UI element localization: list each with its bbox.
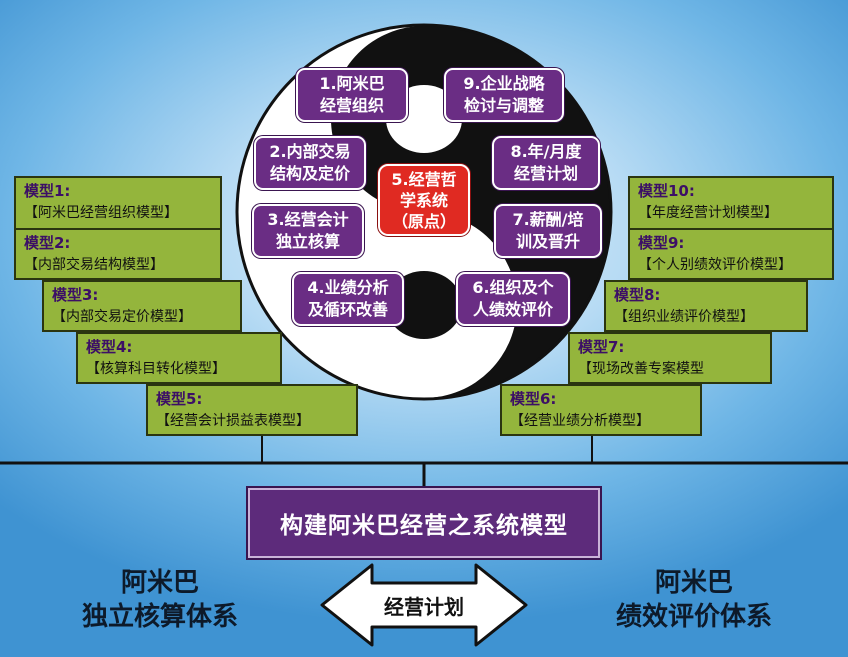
- model-name: 【内部交易定价模型】: [52, 309, 192, 325]
- node-line: 9.企业战略: [463, 74, 545, 93]
- center-philosophy-node: 5.经营哲 学系统 （原点）: [378, 164, 470, 236]
- center-line-3: （原点）: [391, 211, 456, 231]
- node-line: 8.年/月度: [510, 142, 582, 161]
- model-id: 模型6:: [510, 390, 557, 408]
- right-system-line-1: 阿米巴: [654, 568, 733, 598]
- node-performance-evaluation: 6.组织及个人绩效评价: [456, 272, 570, 326]
- model-id: 模型8:: [614, 286, 661, 304]
- node-line: 结构及定价: [269, 164, 350, 183]
- model-id: 模型1:: [24, 182, 71, 200]
- node-line: 2.内部交易: [269, 142, 351, 161]
- model-name: 【核算科目转化模型】: [86, 361, 226, 377]
- node-line: 及循环改善: [307, 300, 388, 319]
- center-line-1: 5.经营哲: [391, 169, 457, 189]
- node-amoeba-organization: 1.阿米巴经营组织: [296, 68, 408, 122]
- node-line: 6.组织及个: [472, 278, 554, 297]
- node-line: 4.业绩分析: [307, 278, 389, 297]
- right-system-line-2: 绩效评价体系: [615, 602, 772, 632]
- business-plan-label: 经营计划: [384, 594, 464, 619]
- node-compensation: 7.薪酬/培训及晋升: [494, 204, 602, 258]
- model-right-9: 模型9: 【个人别绩效评价模型】: [628, 228, 834, 280]
- system-model-banner: 构建阿米巴经营之系统模型: [248, 488, 600, 558]
- node-line: 3.经营会计: [267, 210, 349, 229]
- model-right-8: 模型8: 【组织业绩评价模型】: [604, 280, 808, 332]
- model-name: 【经营会计损益表模型】: [156, 413, 310, 429]
- model-left-3: 模型3: 【内部交易定价模型】: [42, 280, 242, 332]
- double-arrow-icon: [320, 563, 528, 647]
- model-id: 模型2:: [24, 234, 71, 252]
- banner-title: 构建阿米巴经营之系统模型: [280, 513, 568, 539]
- model-left-1: 模型1: 【阿米巴经营组织模型】: [14, 176, 222, 230]
- node-line: 训及晋升: [515, 232, 580, 251]
- node-line: 人绩效评价: [472, 300, 553, 319]
- model-right-10: 模型10: 【年度经营计划模型】: [628, 176, 834, 230]
- model-name: 【个人别绩效评价模型】: [638, 257, 792, 273]
- node-line: 经营组织: [319, 96, 384, 115]
- model-id: 模型4:: [86, 338, 133, 356]
- center-line-2: 学系统: [399, 190, 448, 210]
- model-name: 【经营业绩分析模型】: [510, 413, 650, 429]
- model-left-2: 模型2: 【内部交易结构模型】: [14, 228, 222, 280]
- model-id: 模型5:: [156, 390, 203, 408]
- node-line: 经营计划: [513, 164, 578, 183]
- model-right-7: 模型7: 【现场改善专案模型: [568, 332, 772, 384]
- arrow-label: 经营计划: [372, 585, 476, 625]
- model-id: 模型9:: [638, 234, 685, 252]
- model-id: 模型3:: [52, 286, 99, 304]
- node-business-plan: 8.年/月度经营计划: [492, 136, 600, 190]
- left-system-line-2: 独立核算体系: [81, 602, 238, 632]
- model-name: 【组织业绩评价模型】: [614, 309, 754, 325]
- left-system-line-1: 阿米巴: [120, 568, 199, 598]
- model-left-4: 模型4: 【核算科目转化模型】: [76, 332, 282, 384]
- node-performance-analysis: 4.业绩分析及循环改善: [292, 272, 404, 326]
- node-internal-trade: 2.内部交易结构及定价: [254, 136, 366, 190]
- model-right-6: 模型6: 【经营业绩分析模型】: [500, 384, 702, 436]
- node-strategy-review: 9.企业战略检讨与调整: [444, 68, 564, 122]
- model-id: 模型7:: [578, 338, 625, 356]
- left-accounting-system: 阿米巴 独立核算体系: [40, 566, 280, 638]
- model-id: 模型10:: [638, 182, 695, 200]
- model-name: 【内部交易结构模型】: [24, 257, 164, 273]
- node-line: 独立核算: [275, 232, 340, 251]
- model-left-5: 模型5: 【经营会计损益表模型】: [146, 384, 358, 436]
- node-line: 检讨与调整: [463, 96, 544, 115]
- node-line: 1.阿米巴: [319, 74, 385, 93]
- model-name: 【现场改善专案模型: [578, 361, 704, 377]
- yang-eye: [386, 271, 462, 339]
- model-name: 【年度经营计划模型】: [638, 205, 778, 221]
- node-line: 7.薪酬/培: [512, 210, 584, 229]
- right-evaluation-system: 阿米巴 绩效评价体系: [574, 566, 814, 638]
- model-name: 【阿米巴经营组织模型】: [24, 205, 178, 221]
- node-accounting: 3.经营会计独立核算: [252, 204, 364, 258]
